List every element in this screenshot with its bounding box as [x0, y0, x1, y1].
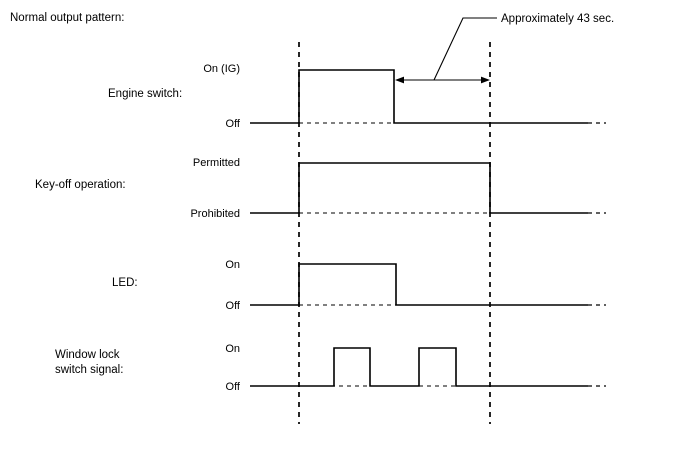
waveform-engine-switch: [250, 69, 588, 124]
annotation-duration-text: Approximately 43 sec.: [501, 13, 614, 25]
level-label-key-off-high: Permitted: [193, 157, 240, 169]
row-label-engine-switch: Engine switch:: [108, 88, 182, 100]
duration-dimension: [395, 76, 490, 84]
annotation-leader-line: [433, 17, 497, 81]
waveform-led: [250, 263, 588, 306]
level-label-window-lock-low: Off: [226, 381, 241, 393]
arrow-head-right-icon: [481, 76, 490, 84]
row-label-window-lock-line1: Window lock: [55, 349, 120, 361]
level-label-engine-switch-high: On (IG): [203, 63, 240, 75]
row-label-window-lock-line2: switch signal:: [55, 364, 123, 376]
arrow-head-left-icon: [395, 76, 404, 84]
waveform-key-off-operation: [250, 162, 588, 214]
row-label-key-off-operation: Key-off operation:: [35, 179, 126, 191]
level-label-key-off-low: Prohibited: [190, 208, 240, 220]
level-label-led-low: Off: [226, 300, 241, 312]
page-title: Normal output pattern:: [10, 12, 124, 24]
level-label-engine-switch-low: Off: [226, 118, 241, 130]
row-label-led: LED:: [112, 277, 138, 289]
level-label-led-high: On: [225, 259, 240, 271]
level-label-window-lock-high: On: [225, 343, 240, 355]
waveform-window-lock-switch-signal: [250, 347, 588, 387]
